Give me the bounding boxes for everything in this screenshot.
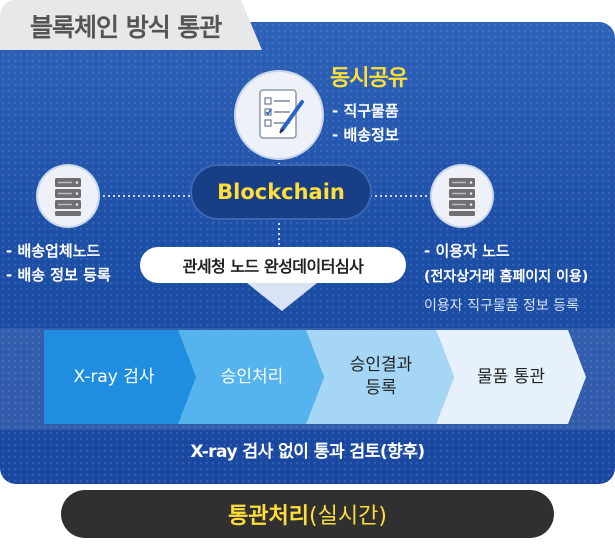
shipping-server-circle [38,166,98,226]
shipping-node-label: - 배송업체노드 [6,242,101,260]
user-node-label: - 이용자 노드 [424,242,510,260]
shipping-info-label: - 배송 정보 등록 [6,266,111,284]
step-2-shape [178,330,324,424]
step-approval: 승인처리 [190,330,314,424]
user-node-note: 이용자 직구물품 정보 등록 [424,298,580,314]
server-icon [449,178,475,216]
step-approval-result: 승인결과 등록 [318,330,444,424]
step-1-shape [44,330,196,424]
document-checklist-icon [259,89,304,139]
user-server-circle [432,166,492,226]
user-node-subtitle: (전자상거래 홈페이지 이용) [424,269,589,285]
result-bold: 통관처리 [228,504,310,529]
server-icon [55,178,81,216]
step-3-shape [306,330,454,424]
step-approval-result-line1: 승인결과 [349,355,413,375]
step-4-shape [436,330,586,424]
down-arrow [247,283,317,311]
step-approval-result-line2: 등록 [365,378,397,398]
shared-item-shipping: - 배송정보 [332,126,399,144]
step-xray: X-ray 검사 [44,330,184,424]
result-pill: 통관처리 (실시간) [61,490,554,538]
title-tab: 블록체인 방식 통관 [0,0,262,50]
future-note: X-ray 검사 없이 통과 검토(향후) [190,442,425,462]
shared-title: 동시공유 [330,66,408,91]
diagram-title: 블록체인 방식 통관 [30,13,222,42]
step-clearance-label: 물품 통관 [477,366,545,387]
blockchain-node: Blockchain [192,166,370,218]
result-normal: (실시간) [309,504,387,529]
step-approval-label: 승인처리 [220,366,284,387]
step-xray-label: X-ray 검사 [73,366,155,387]
shared-item-goods: - 직구물품 [332,102,399,120]
document-circle [236,72,322,158]
customs-node: 관세청 노드 완성데이터심사 [140,247,406,283]
step-clearance: 물품 통관 [448,330,574,424]
